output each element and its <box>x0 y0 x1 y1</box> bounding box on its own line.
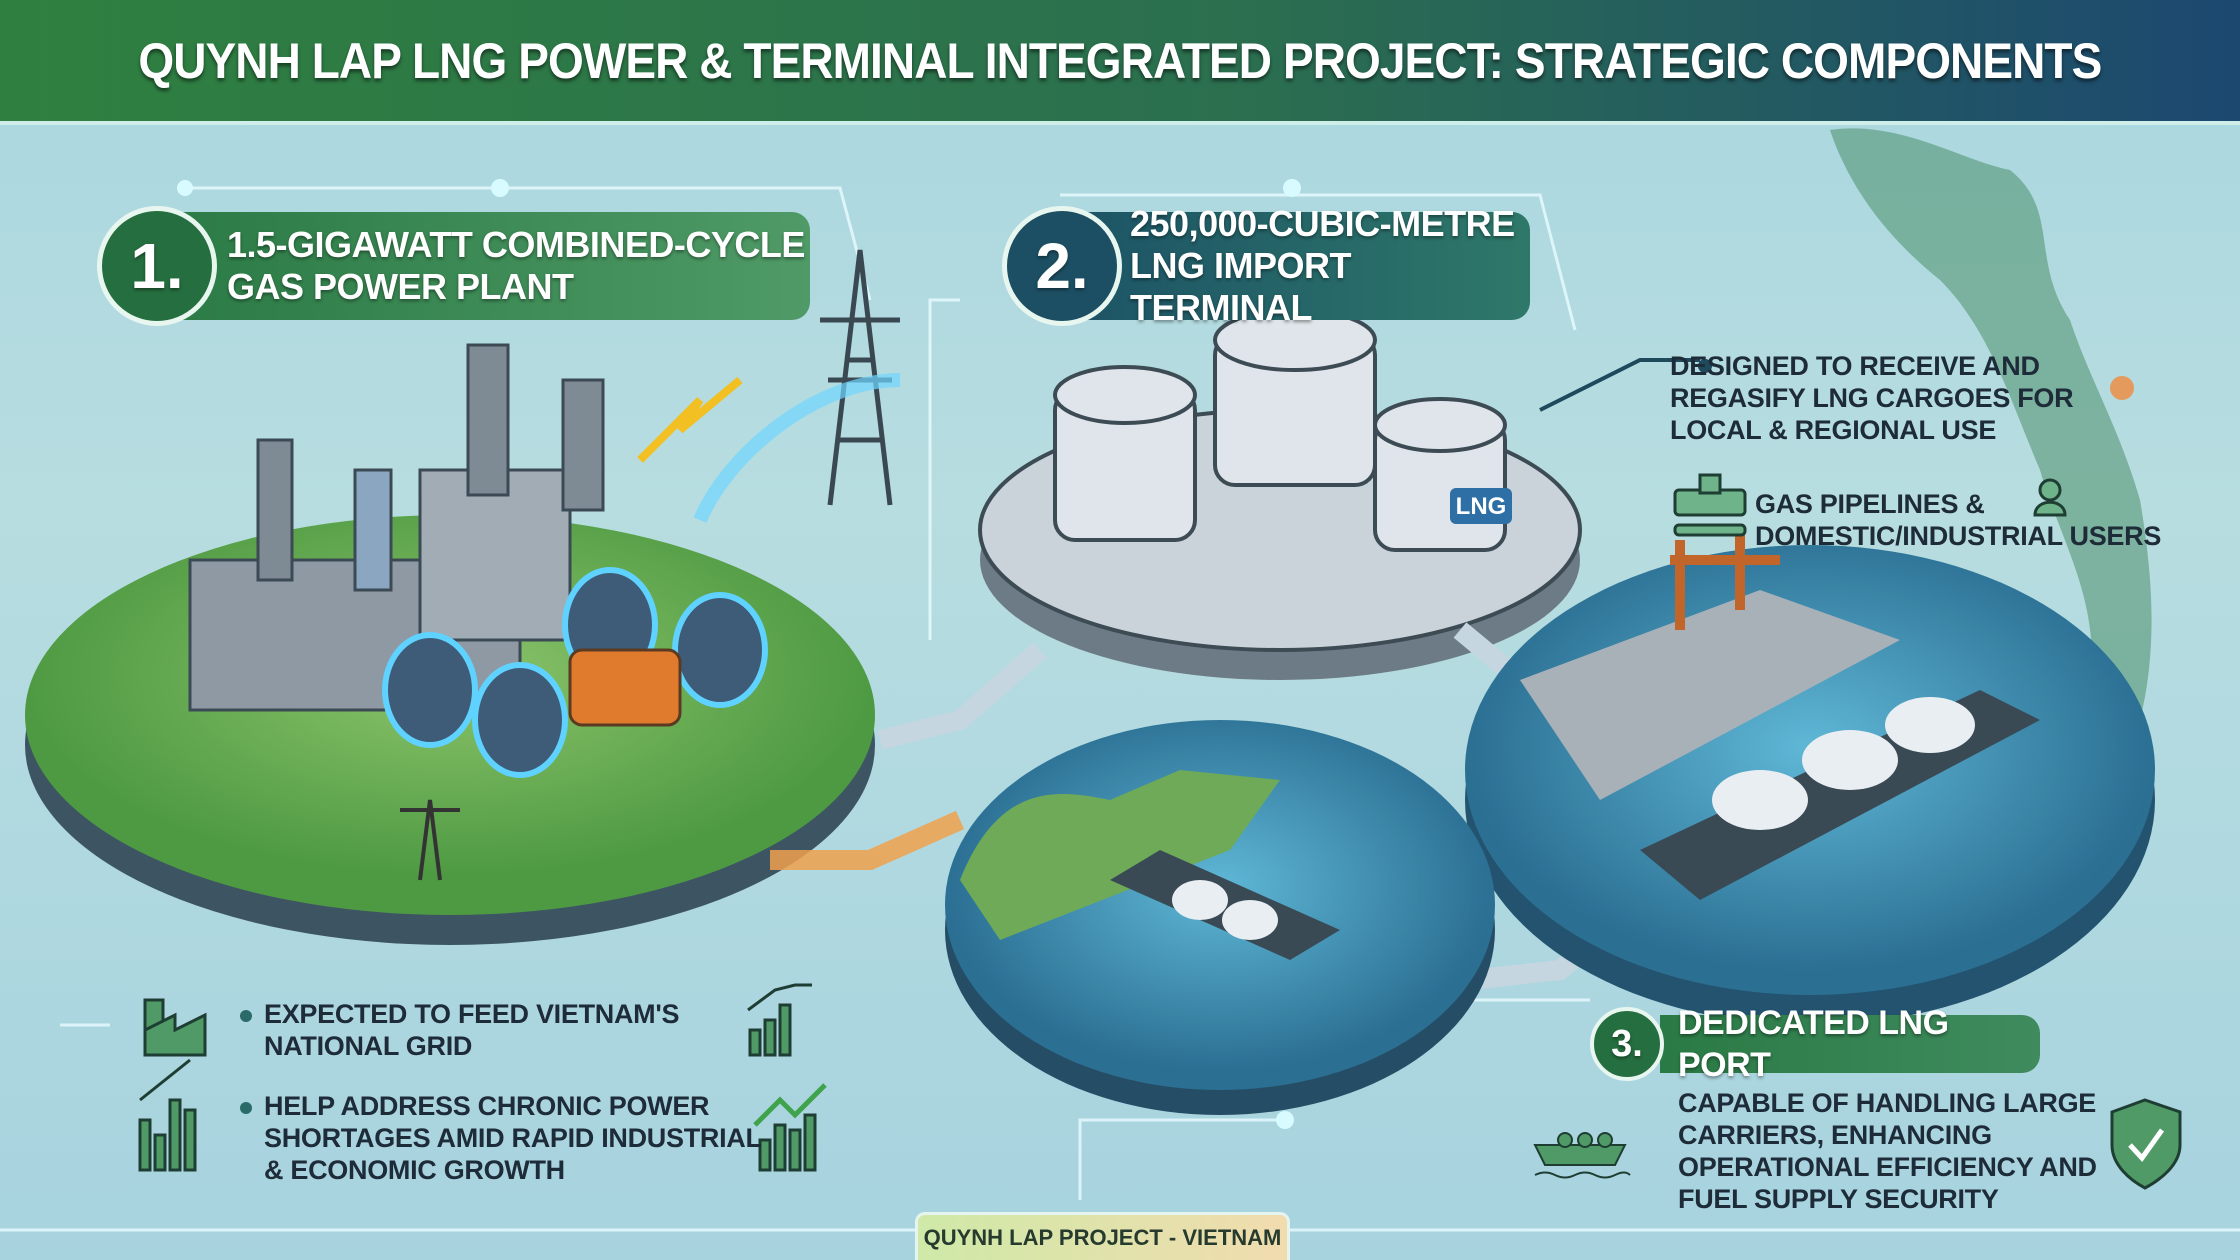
text-line: HELP ADDRESS CHRONIC POWER <box>264 1091 710 1121</box>
text-line: DESIGNED TO RECEIVE AND <box>1670 351 2040 381</box>
component-badge-lng-port: 3. DEDICATED LNG PORT <box>1590 1004 2040 1084</box>
text-line: SHORTAGES AMID RAPID INDUSTRIAL <box>264 1123 762 1153</box>
bullet-icon <box>240 1101 252 1114</box>
ship-icon <box>1533 1132 1631 1179</box>
shield-check-icon <box>2110 1098 2182 1190</box>
text-line: OPERATIONAL EFFICIENCY AND <box>1678 1152 2097 1182</box>
factory-icon <box>143 998 207 1057</box>
terminal-users: GAS PIPELINES & DOMESTIC/INDUSTRIAL USER… <box>1755 488 2161 552</box>
pipeline-icon <box>1673 473 1747 537</box>
page-title: QUYNH LAP LNG POWER & TERMINAL INTEGRATE… <box>138 32 2102 89</box>
component-label: GAS POWER PLANT <box>227 266 574 307</box>
component-label: LNG IMPORT TERMINAL <box>1130 245 1351 328</box>
lightning-icon <box>637 376 743 463</box>
component-number: 2. <box>1002 206 1122 326</box>
footer-label: QUYNH LAP PROJECT - VIETNAM <box>915 1212 1290 1260</box>
component-label: 1.5-GIGAWATT COMBINED-CYCLE <box>227 224 805 265</box>
growth-chart-icon <box>753 1083 827 1172</box>
text-line: FUEL SUPPLY SECURITY <box>1678 1184 1999 1214</box>
component-label: DEDICATED LNG PORT <box>1678 1004 1949 1084</box>
text-line: & ECONOMIC GROWTH <box>264 1155 565 1185</box>
vietnam-map <box>1830 128 2152 880</box>
text-line: CAPABLE OF HANDLING LARGE <box>1678 1088 2096 1118</box>
component-label: 250,000-CUBIC-METRE <box>1130 203 1515 244</box>
bar-chart-icon <box>747 983 812 1057</box>
text-line: EXPECTED TO FEED VIETNAM'S <box>264 999 680 1029</box>
component-number: 3. <box>1590 1007 1664 1081</box>
generator <box>568 648 682 727</box>
text-line: GAS PIPELINES & <box>1755 489 1985 519</box>
port-description: CAPABLE OF HANDLING LARGE CARRIERS, ENHA… <box>1678 1087 2097 1215</box>
text-line: REGASIFY LNG CARGOES FOR <box>1670 383 2074 413</box>
tank-lng-label: LNG <box>1456 493 1507 520</box>
bullet-icon <box>240 1009 252 1022</box>
plant-note: EXPECTED TO FEED VIETNAM'S NATIONAL GRID <box>240 998 679 1062</box>
power-plant <box>188 343 768 881</box>
plant-note: HELP ADDRESS CHRONIC POWER SHORTAGES AMI… <box>240 1090 762 1186</box>
title-banner: QUYNH LAP LNG POWER & TERMINAL INTEGRATE… <box>0 0 2240 125</box>
text-line: NATIONAL GRID <box>264 1031 473 1061</box>
user-icon <box>2033 478 2067 517</box>
component-number: 1. <box>97 206 217 326</box>
location-marker <box>2110 376 2134 400</box>
bar-chart-icon <box>138 1058 197 1172</box>
transmission-tower <box>820 249 900 506</box>
text-line: CARRIERS, ENHANCING <box>1678 1120 1992 1150</box>
terminal-description: DESIGNED TO RECEIVE AND REGASIFY LNG CAR… <box>1670 350 2074 446</box>
text-line: DOMESTIC/INDUSTRIAL USERS <box>1755 521 2162 551</box>
text-line: LOCAL & REGIONAL USE <box>1670 415 1997 445</box>
